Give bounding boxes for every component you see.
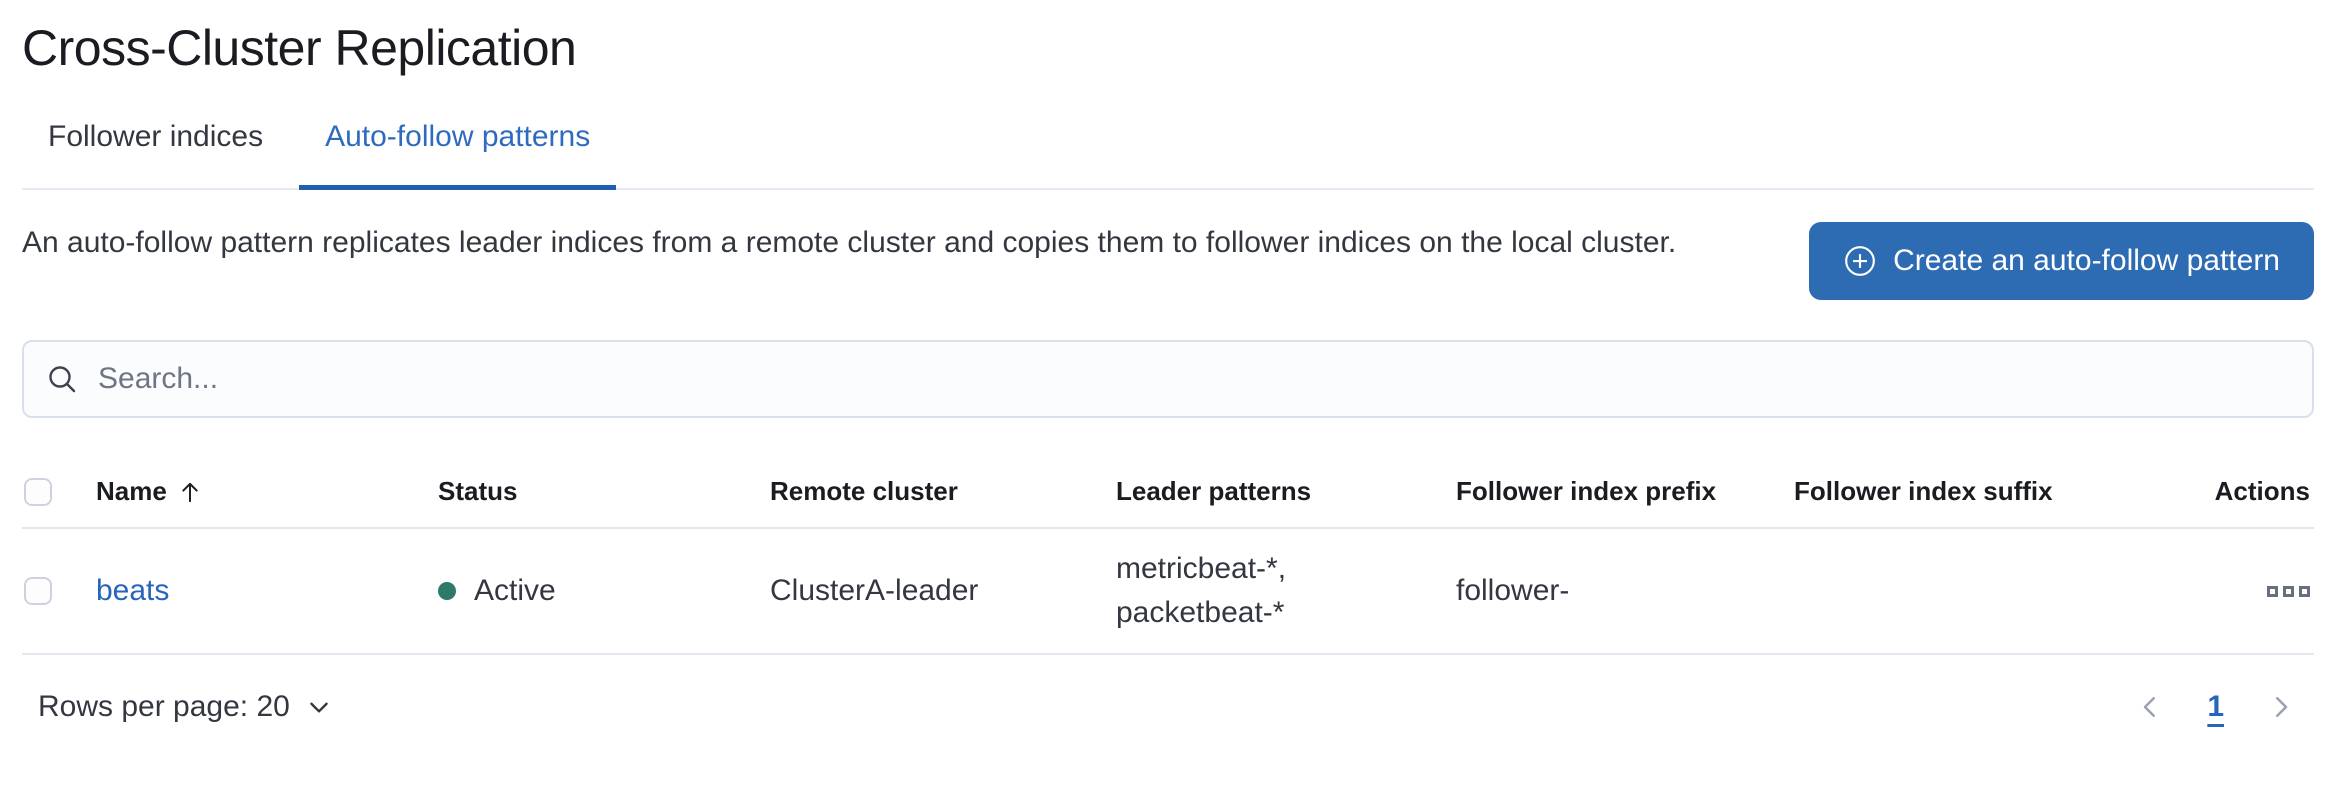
rows-per-page-button[interactable]: Rows per page: 20: [38, 690, 332, 724]
column-header-follower-index-suffix[interactable]: Follower index suffix: [1794, 476, 2154, 507]
plus-in-circle-icon: [1843, 244, 1877, 278]
pattern-name-link[interactable]: beats: [96, 574, 170, 607]
row-actions-button[interactable]: [2263, 582, 2314, 601]
column-header-remote-cluster[interactable]: Remote cluster: [770, 476, 1116, 507]
column-header-follower-index-prefix[interactable]: Follower index prefix: [1456, 476, 1794, 507]
column-header-leader-patterns[interactable]: Leader patterns: [1116, 476, 1456, 507]
next-page-button[interactable]: [2262, 688, 2300, 726]
create-auto-follow-pattern-button[interactable]: Create an auto-follow pattern: [1809, 222, 2314, 300]
page-description: An auto-follow pattern replicates leader…: [22, 226, 1677, 259]
search-icon: [46, 363, 78, 395]
tab-bar: Follower indices Auto-follow patterns: [22, 120, 2314, 190]
page-title: Cross-Cluster Replication: [22, 20, 577, 76]
status-cell: Active: [438, 574, 770, 608]
sort-ascending-icon: [177, 479, 203, 505]
follower-index-prefix-cell: follower-: [1456, 574, 1570, 607]
search-input[interactable]: [98, 362, 2290, 396]
status-active-dot-icon: [438, 582, 456, 600]
chevron-down-icon: [306, 694, 332, 720]
tab-follower-indices[interactable]: Follower indices: [22, 120, 289, 188]
remote-cluster-cell: ClusterA-leader: [770, 574, 979, 607]
select-all-checkbox[interactable]: [24, 477, 52, 506]
chevron-left-icon: [2135, 692, 2165, 722]
column-header-name[interactable]: Name: [96, 476, 438, 507]
column-header-actions: Actions: [2214, 476, 2310, 506]
search-bar: [22, 340, 2314, 418]
previous-page-button[interactable]: [2131, 688, 2169, 726]
row-checkbox[interactable]: [24, 577, 52, 605]
page-number-1[interactable]: 1: [2207, 690, 2224, 723]
boxes-horizontal-icon: [2267, 585, 2310, 597]
tab-auto-follow-patterns[interactable]: Auto-follow patterns: [299, 120, 617, 190]
column-header-status[interactable]: Status: [438, 476, 770, 507]
description-row: An auto-follow pattern replicates leader…: [22, 220, 2314, 300]
table-header-row: Name Status Remote cluster Leader patter…: [22, 460, 2314, 529]
auto-follow-patterns-table: Name Status Remote cluster Leader patter…: [22, 460, 2314, 655]
status-label: Active: [474, 574, 556, 607]
leader-patterns-cell: metricbeat-*, packetbeat-*: [1116, 552, 1287, 629]
pagination: 1: [2131, 688, 2300, 726]
table-row: beats Active ClusterA-leader metricbeat-…: [22, 529, 2314, 655]
chevron-right-icon: [2266, 692, 2296, 722]
create-button-label: Create an auto-follow pattern: [1893, 244, 2280, 277]
table-footer: Rows per page: 20 1: [22, 671, 2314, 743]
